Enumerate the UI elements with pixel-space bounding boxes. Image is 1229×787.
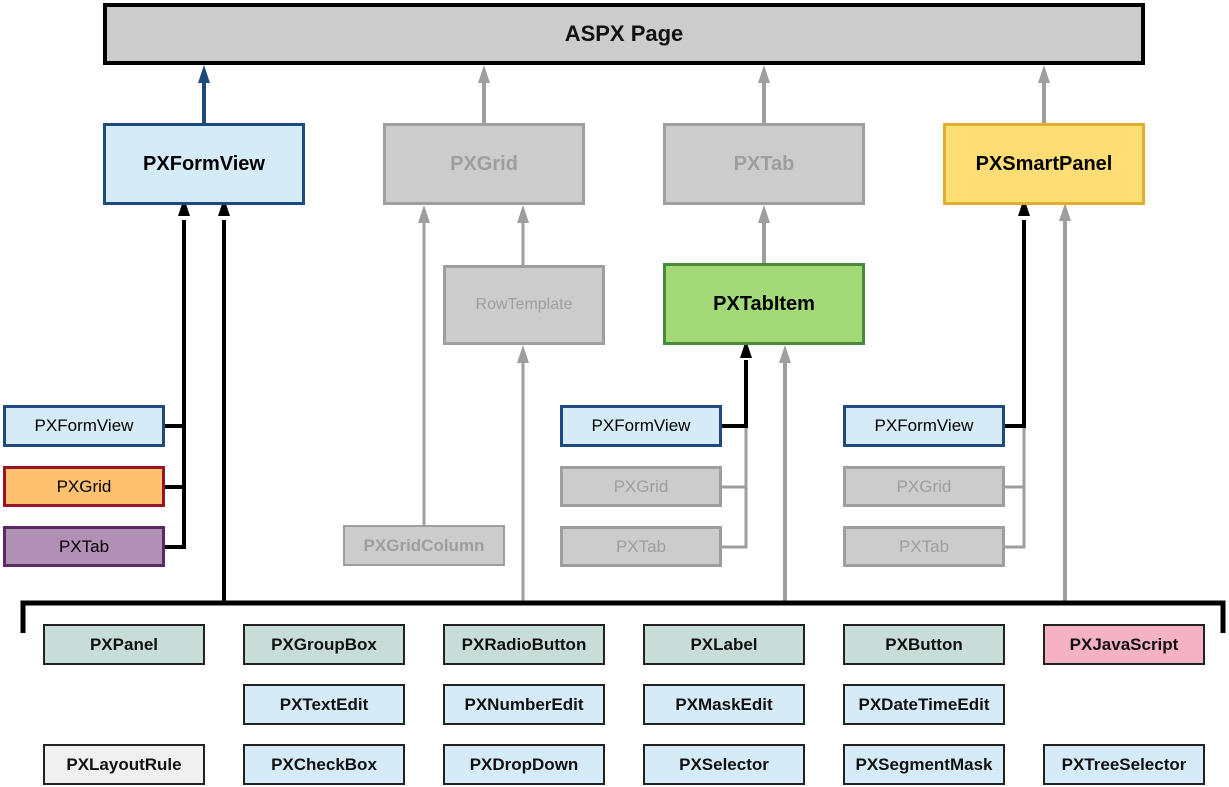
pxtab-container-node[interactable]: PXTab bbox=[663, 123, 865, 205]
pxgrid-container-node[interactable]: PXGrid bbox=[383, 123, 585, 205]
child-label: PXFormView bbox=[591, 416, 691, 435]
arrowhead-icon bbox=[517, 345, 529, 363]
arrowhead-icon bbox=[478, 65, 490, 83]
controls-bracket bbox=[20, 600, 1226, 633]
control-pxmaskedit[interactable]: PXMaskEdit bbox=[643, 684, 805, 725]
pxformview-container-node[interactable]: PXFormView bbox=[103, 123, 305, 205]
control-label: PXGroupBox bbox=[271, 634, 377, 654]
arrowhead-icon bbox=[1018, 198, 1030, 216]
control-label: PXJavaScript bbox=[1069, 634, 1179, 654]
control-label: PXNumberEdit bbox=[464, 694, 584, 714]
pxsmartpanel-container-node[interactable]: PXSmartPanel bbox=[943, 123, 1145, 205]
tabitem-child-pxtab[interactable]: PXTab bbox=[560, 526, 722, 567]
control-label: PXTreeSelector bbox=[1061, 754, 1187, 774]
control-pxradiobutton[interactable]: PXRadioButton bbox=[443, 624, 605, 665]
control-pxdatetimeedit[interactable]: PXDateTimeEdit bbox=[843, 684, 1005, 725]
control-pxtextedit[interactable]: PXTextEdit bbox=[243, 684, 405, 725]
control-pxsegmentmask[interactable]: PXSegmentMask bbox=[843, 744, 1005, 785]
edge-tabitem-formview-child bbox=[722, 360, 748, 428]
pxtabitem-label: PXTabItem bbox=[713, 292, 815, 315]
edge-smartpanel-gray-children bbox=[1005, 426, 1026, 549]
pxgridcolumn-node[interactable]: PXGridColumn bbox=[343, 525, 505, 566]
arrowhead-icon bbox=[178, 198, 190, 216]
control-pxlabel[interactable]: PXLabel bbox=[643, 624, 805, 665]
arrowhead-icon bbox=[1038, 65, 1050, 83]
control-pxbutton[interactable]: PXButton bbox=[843, 624, 1005, 665]
child-label: PXFormView bbox=[874, 416, 974, 435]
child-label: PXTab bbox=[615, 536, 667, 556]
arrowhead-icon bbox=[758, 205, 770, 223]
tabitem-child-pxformview[interactable]: PXFormView bbox=[560, 405, 722, 447]
rowtemplate-node[interactable]: RowTemplate bbox=[443, 265, 605, 345]
control-label: PXSegmentMask bbox=[855, 754, 993, 774]
control-pxpanel[interactable]: PXPanel bbox=[43, 624, 205, 665]
control-label: PXMaskEdit bbox=[675, 694, 773, 714]
arrowhead-icon bbox=[740, 340, 752, 358]
control-label: PXRadioButton bbox=[461, 634, 587, 654]
control-label: PXCheckBox bbox=[271, 754, 377, 774]
arrowhead-icon bbox=[758, 65, 770, 83]
smartpanel-child-pxtab[interactable]: PXTab bbox=[843, 526, 1005, 567]
pxtab-label: PXTab bbox=[733, 152, 795, 175]
pxgridcolumn-label: PXGridColumn bbox=[363, 535, 485, 555]
child-label: PXGrid bbox=[613, 476, 669, 496]
tabitem-child-pxgrid[interactable]: PXGrid bbox=[560, 466, 722, 507]
child-label: PXGrid bbox=[56, 476, 112, 496]
arrowhead-icon bbox=[1059, 203, 1071, 221]
control-label: PXPanel bbox=[89, 634, 159, 654]
pxsmartpanel-label: PXSmartPanel bbox=[975, 152, 1113, 175]
formview-child-pxtab[interactable]: PXTab bbox=[3, 526, 165, 567]
edge-child-tab-to-formview bbox=[165, 426, 186, 549]
control-pxjavascript[interactable]: PXJavaScript bbox=[1043, 624, 1205, 665]
smartpanel-child-pxgrid[interactable]: PXGrid bbox=[843, 466, 1005, 507]
arrowhead-icon bbox=[418, 205, 430, 223]
pxtabitem-node[interactable]: PXTabItem bbox=[663, 263, 865, 345]
control-label: PXSelector bbox=[679, 754, 769, 774]
pxgrid-label: PXGrid bbox=[450, 152, 518, 175]
arrowhead-icon bbox=[218, 198, 230, 216]
control-label: PXDropDown bbox=[469, 754, 579, 774]
control-pxselector[interactable]: PXSelector bbox=[643, 744, 805, 785]
control-label: PXDateTimeEdit bbox=[858, 694, 990, 714]
formview-child-pxformview[interactable]: PXFormView bbox=[3, 405, 165, 447]
child-label: PXFormView bbox=[34, 416, 134, 435]
child-label: PXTab bbox=[898, 536, 950, 556]
pxformview-label: PXFormView bbox=[143, 152, 265, 175]
child-label: PXTab bbox=[58, 536, 110, 556]
edge-child-formview-to-formview bbox=[165, 220, 186, 428]
control-label: PXTextEdit bbox=[279, 694, 369, 714]
arrowhead-icon bbox=[779, 345, 791, 363]
control-pxlayoutrule[interactable]: PXLayoutRule bbox=[43, 744, 205, 785]
child-label: PXGrid bbox=[896, 476, 952, 496]
aspx-page-label: ASPX Page bbox=[564, 21, 684, 46]
control-pxgroupbox[interactable]: PXGroupBox bbox=[243, 624, 405, 665]
rowtemplate-label: RowTemplate bbox=[475, 296, 573, 313]
aspx-page-node[interactable]: ASPX Page bbox=[103, 3, 1145, 65]
control-label: PXLabel bbox=[690, 634, 758, 654]
edge-tabitem-gray-children bbox=[722, 426, 748, 549]
arrowhead-icon bbox=[198, 65, 210, 83]
arrowhead-icon bbox=[517, 205, 529, 223]
control-pxnumberedit[interactable]: PXNumberEdit bbox=[443, 684, 605, 725]
edge-smartpanel-formview-child bbox=[1005, 220, 1026, 428]
control-pxcheckbox[interactable]: PXCheckBox bbox=[243, 744, 405, 785]
formview-child-pxgrid[interactable]: PXGrid bbox=[3, 466, 165, 507]
control-label: PXLayoutRule bbox=[66, 754, 182, 774]
control-pxdropdown[interactable]: PXDropDown bbox=[443, 744, 605, 785]
control-pxtreeselector[interactable]: PXTreeSelector bbox=[1043, 744, 1205, 785]
smartpanel-child-pxformview[interactable]: PXFormView bbox=[843, 405, 1005, 447]
control-label: PXButton bbox=[885, 634, 963, 654]
